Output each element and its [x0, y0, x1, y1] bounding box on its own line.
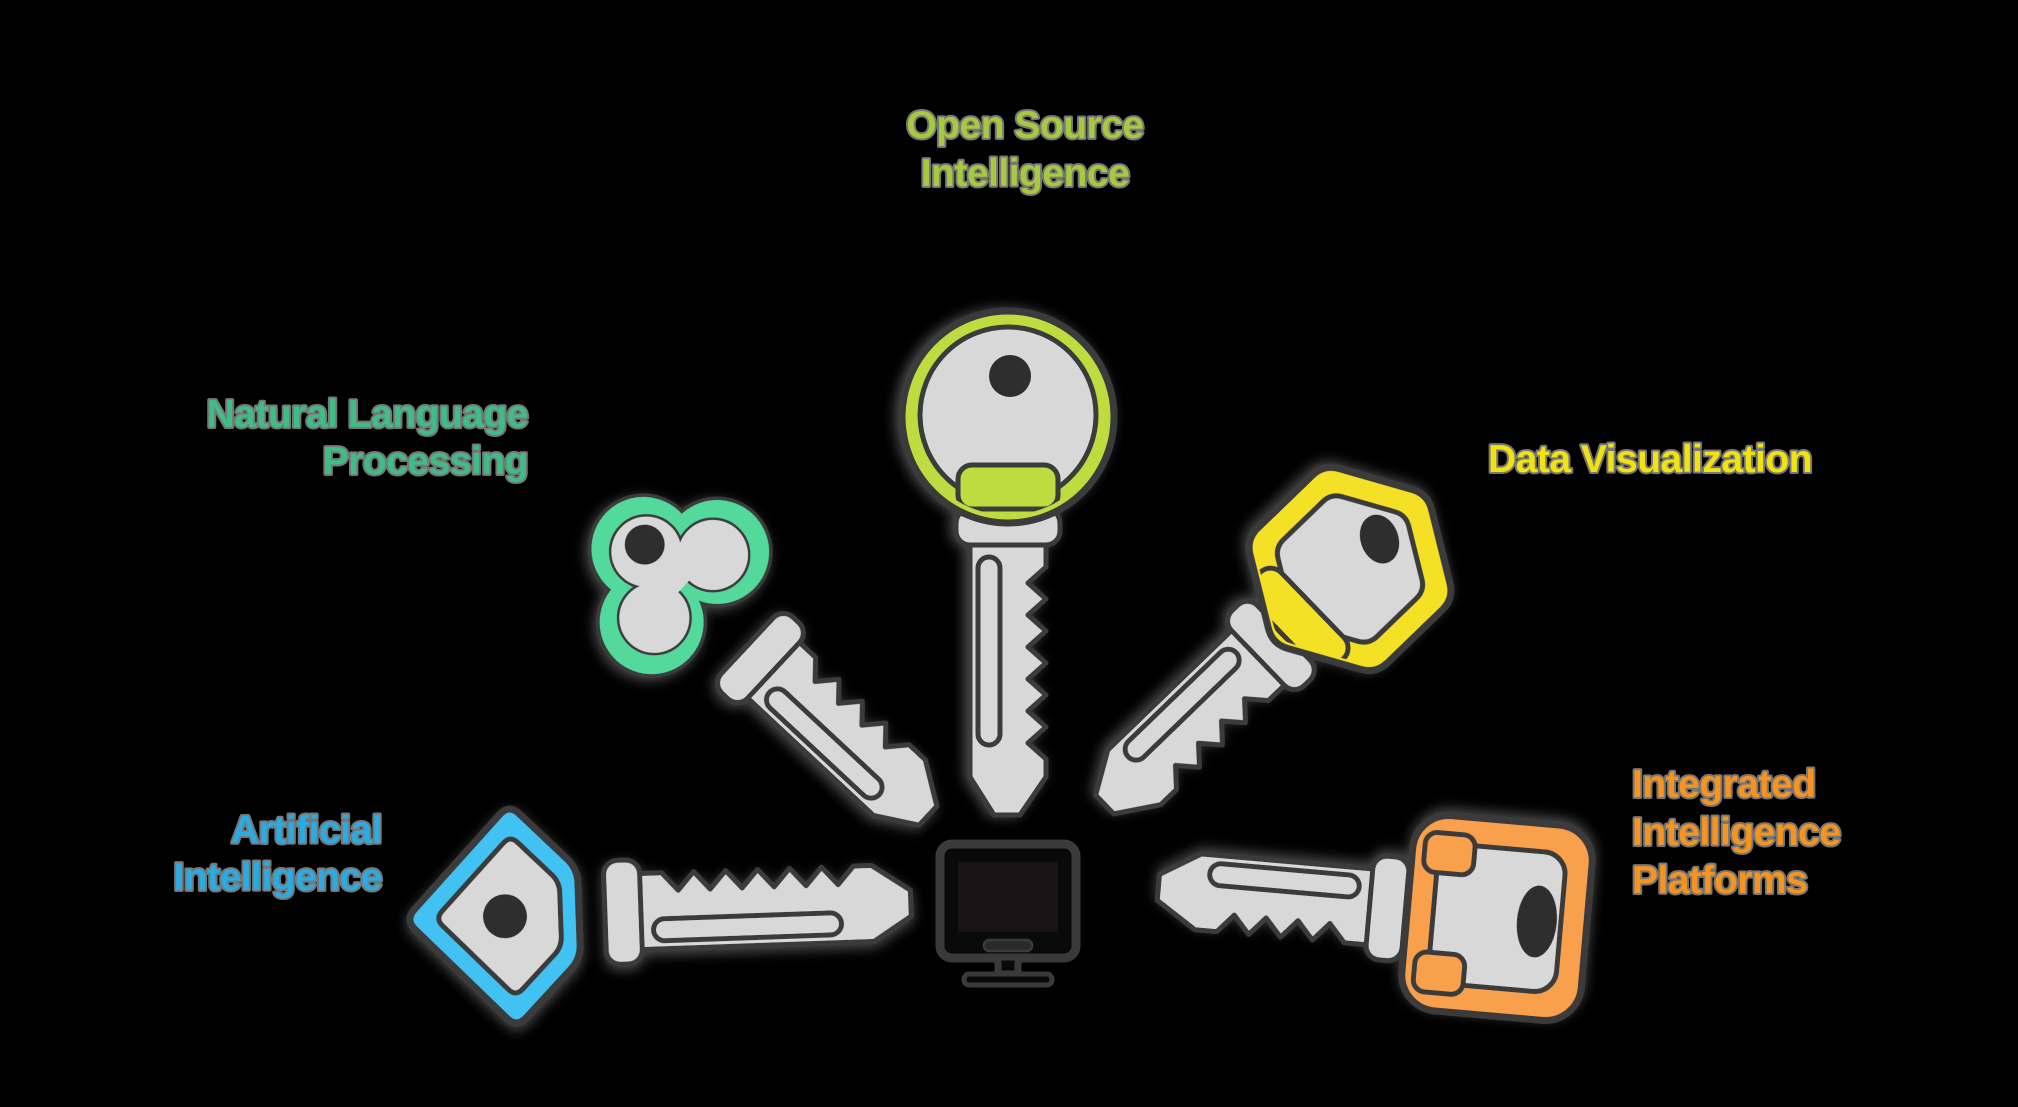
label-open-source-intelligence-line-2: Intelligence	[921, 152, 1130, 195]
label-natural-language-processing-line-1: Natural Language	[207, 393, 528, 436]
keyhole-icon	[1516, 885, 1558, 958]
keyhole-icon	[1359, 514, 1400, 564]
laptop-base	[961, 971, 1055, 988]
keyhole-icon	[483, 894, 528, 939]
laptop-screen	[958, 862, 1058, 932]
key-icon-open-source-intelligence	[898, 307, 1118, 815]
laptop-trackpad	[982, 938, 1034, 953]
key-icon-natural-language-processing	[587, 493, 997, 888]
key-icon-artificial-intelligence	[406, 805, 914, 1027]
key-icon-integrated-intelligence-platforms	[1150, 812, 1596, 1024]
label-artificial-intelligence-line-1: Artificial	[231, 809, 382, 852]
label-data-visualization: Data Visualization	[1488, 438, 1812, 481]
label-open-source-intelligence-line-1: Open Source	[906, 104, 1143, 147]
key-shaft	[956, 509, 1060, 815]
laptop-icon	[935, 839, 1081, 988]
keyhole-icon	[624, 524, 665, 565]
label-integrated-intelligence-platforms-line-2: Intelligence	[1632, 811, 1841, 854]
label-artificial-intelligence-line-2: Intelligence	[173, 856, 382, 899]
label-natural-language-processing-line-2: Processing	[323, 440, 528, 483]
label-integrated-intelligence-platforms-line-1: Integrated	[1632, 763, 1816, 806]
laptop-stand	[994, 953, 1022, 978]
keyhole-icon	[989, 355, 1031, 397]
key-head-tab	[955, 462, 1061, 512]
key-head-tab	[1421, 830, 1478, 878]
label-integrated-intelligence-platforms-line-3: Platforms	[1632, 859, 1807, 902]
labels: Open Source Intelligence Natural Languag…	[171, 102, 1843, 904]
key-head-tab	[1410, 949, 1468, 997]
key-icon-data-visualization	[1040, 463, 1455, 872]
